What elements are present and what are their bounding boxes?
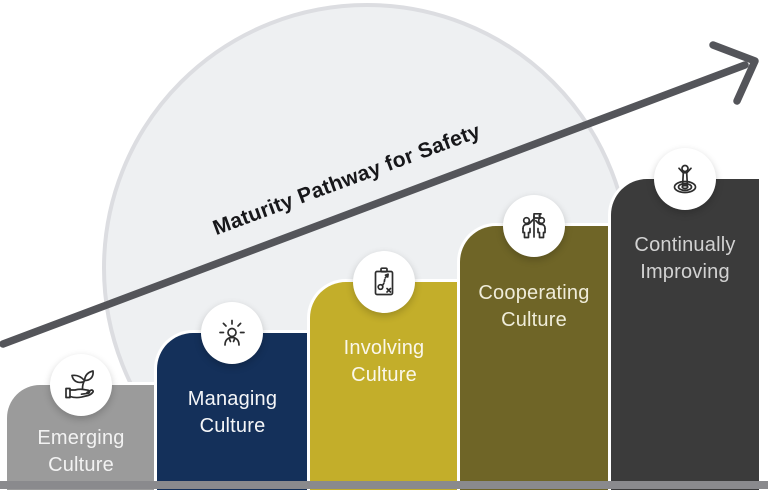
label-line: Culture: [48, 454, 114, 476]
label-involving-culture: Involving Culture: [310, 335, 458, 389]
cooperating-icon-medallion: [503, 195, 565, 257]
label-line: Culture: [501, 309, 567, 331]
ground-baseline: [0, 481, 768, 489]
growth-hand-seedling-icon: [65, 370, 94, 399]
team-flag-icon: [522, 212, 546, 239]
label-line: Involving: [343, 337, 425, 359]
label-line: Improving: [640, 261, 730, 283]
success-target-icon: [673, 164, 697, 194]
strategy-clipboard-icon: [374, 267, 394, 296]
label-line: Continually: [634, 234, 736, 256]
bar-cooperating-culture: [460, 226, 608, 490]
emerging-icon-medallion: [50, 354, 112, 416]
label-continually-improving: Continually Improving: [611, 232, 759, 286]
label-line: Emerging: [37, 427, 125, 449]
label-emerging-culture: Emerging Culture: [7, 425, 155, 479]
label-line: Managing: [187, 388, 278, 410]
bar-continually-improving: [611, 179, 759, 490]
label-line: Culture: [351, 364, 417, 386]
arrow-head: [709, 41, 759, 105]
involving-icon-medallion: [353, 251, 415, 313]
label-line: Cooperating: [478, 282, 590, 304]
label-cooperating-culture: Cooperating Culture: [460, 280, 608, 334]
arrow-strokes: [0, 41, 759, 348]
label-managing-culture: Managing Culture: [157, 386, 308, 440]
bar-involving-culture: [310, 282, 458, 490]
managing-icon-medallion: [201, 302, 263, 364]
arrow-shaft: [0, 61, 749, 348]
empowered-person-icon: [219, 319, 245, 346]
continually-improving-icon-medallion: [654, 148, 716, 210]
label-line: Culture: [199, 415, 266, 437]
